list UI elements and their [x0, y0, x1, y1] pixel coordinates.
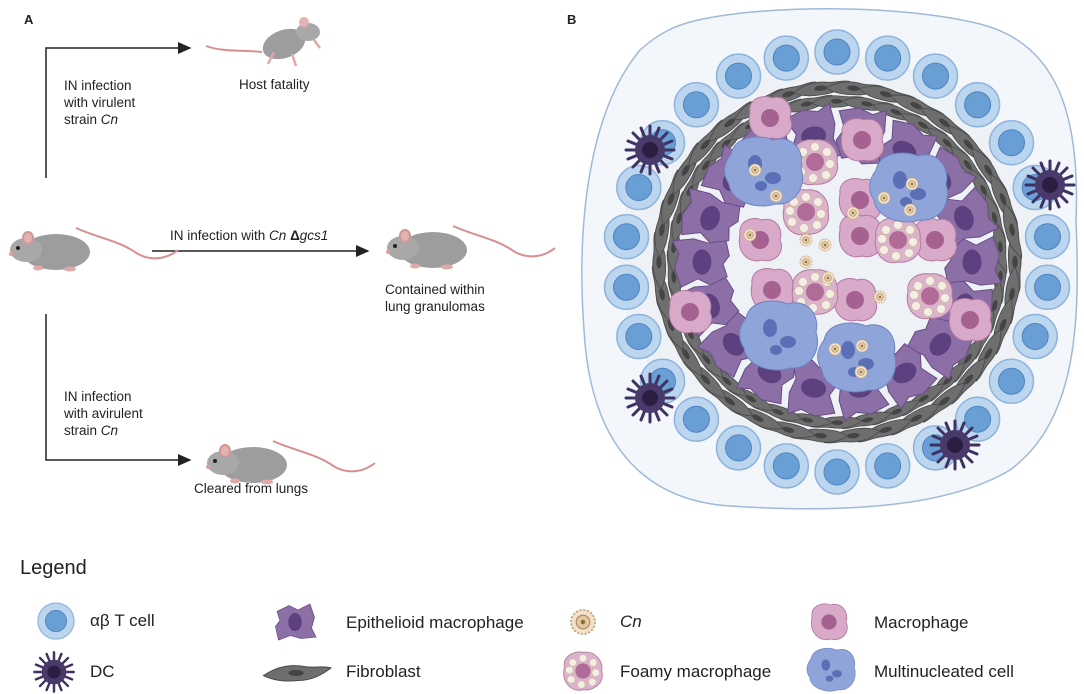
epithelioid-macrophage — [672, 236, 730, 288]
cryptococcus-cell — [877, 191, 891, 205]
t-cell — [954, 82, 1001, 128]
dendritic-cell — [624, 124, 676, 176]
foamy-macrophage-icon — [563, 651, 603, 691]
foamy-macrophage — [874, 217, 922, 264]
t-cell — [1024, 264, 1071, 311]
cleared-label: Cleared from lungs — [194, 481, 309, 496]
t-cell — [988, 119, 1035, 166]
dendritic-cell — [624, 372, 676, 424]
legend-label-macrophage: Macrophage — [874, 613, 969, 632]
t-cell — [814, 449, 860, 495]
t-cell — [864, 443, 911, 489]
source-mouse-icon — [8, 227, 179, 273]
multinucleated-cell-icon — [806, 647, 856, 692]
host-fatality-label: Host fatality — [239, 77, 310, 92]
cryptococcus-cell — [828, 342, 842, 356]
legend-title: Legend — [20, 557, 87, 579]
t-cell-icon — [37, 602, 75, 640]
granuloma — [581, 8, 1078, 510]
cryptococcus-cell — [846, 206, 860, 220]
cryptococcus-cell — [799, 255, 813, 269]
virulent-infection-label: IN infection with virulent strain Cn — [64, 78, 136, 127]
t-cell — [673, 396, 720, 442]
cryptococcus-cell — [905, 177, 919, 191]
multinucleated-cell — [817, 322, 897, 393]
legend-label-t-cell: αβ T cell — [90, 611, 155, 630]
t-cell — [616, 313, 662, 360]
cleared-mouse-icon — [205, 440, 376, 486]
t-cell — [715, 425, 762, 471]
macrophage — [668, 290, 713, 334]
cryptococcus-cell — [903, 203, 917, 217]
dc-icon — [33, 651, 75, 693]
t-cell — [814, 29, 860, 75]
macrophage — [948, 298, 993, 342]
t-cell — [603, 213, 650, 260]
cryptococcus-cell — [799, 233, 813, 247]
legend-label-foamy: Foamy macrophage — [620, 662, 772, 681]
t-cell — [912, 53, 959, 99]
multinucleated-cell — [724, 136, 804, 207]
gcs1-infection-label: IN infection with Cn Δgcs1 — [170, 228, 329, 243]
legend-label-fibroblast: Fibroblast — [346, 662, 421, 681]
legend-label-epithelioid: Epithelioid macrophage — [346, 613, 524, 632]
t-cell — [603, 264, 650, 311]
panel-label-b: B — [567, 12, 577, 27]
macrophage — [913, 218, 958, 262]
epithelioid-macrophage-icon — [275, 603, 317, 641]
cryptococcus-cell — [818, 238, 832, 252]
arrow-virulent — [45, 42, 192, 178]
avirulent-infection-label: IN infection with avirulent strain Cn — [64, 389, 143, 438]
legend-label-cn: Cn — [620, 612, 642, 631]
t-cell — [673, 82, 720, 128]
macrophage-icon — [810, 603, 848, 641]
cryptococcus-cell — [821, 271, 835, 285]
arrow-avirulent — [45, 314, 192, 466]
cryptococcus-cell — [855, 339, 869, 353]
cryptococcus-cell — [743, 228, 757, 242]
legend-label-multinucleated: Multinucleated cell — [874, 662, 1014, 681]
fibroblast-icon — [262, 665, 332, 682]
panel-a-flow — [8, 17, 556, 486]
macrophage — [840, 118, 885, 162]
dendritic-cell — [1024, 159, 1076, 211]
foamy-macrophage — [906, 273, 954, 320]
cryptococcus-cell — [769, 189, 783, 203]
dendritic-cell — [929, 419, 981, 471]
cryptococcus-cell — [854, 365, 868, 379]
fatality-mouse-icon — [205, 17, 321, 67]
macrophage — [748, 96, 793, 140]
multinucleated-cell — [739, 300, 819, 371]
cryptococcus-cell — [748, 163, 762, 177]
panel-label-a: A — [24, 12, 34, 27]
t-cell — [864, 35, 911, 81]
t-cell — [1012, 313, 1058, 360]
macrophage — [833, 278, 878, 322]
cn-icon — [570, 609, 596, 635]
macrophage — [838, 214, 883, 258]
cryptococcus-cell — [873, 290, 887, 304]
t-cell — [988, 358, 1035, 405]
legend-label-dc: DC — [90, 662, 115, 681]
contained-mouse-icon — [385, 225, 556, 271]
t-cell — [616, 164, 662, 211]
t-cell — [763, 35, 810, 81]
t-cell — [715, 53, 762, 99]
contained-label: Contained within lung granulomas — [385, 282, 485, 314]
t-cell — [763, 443, 810, 489]
t-cell — [1024, 213, 1071, 260]
